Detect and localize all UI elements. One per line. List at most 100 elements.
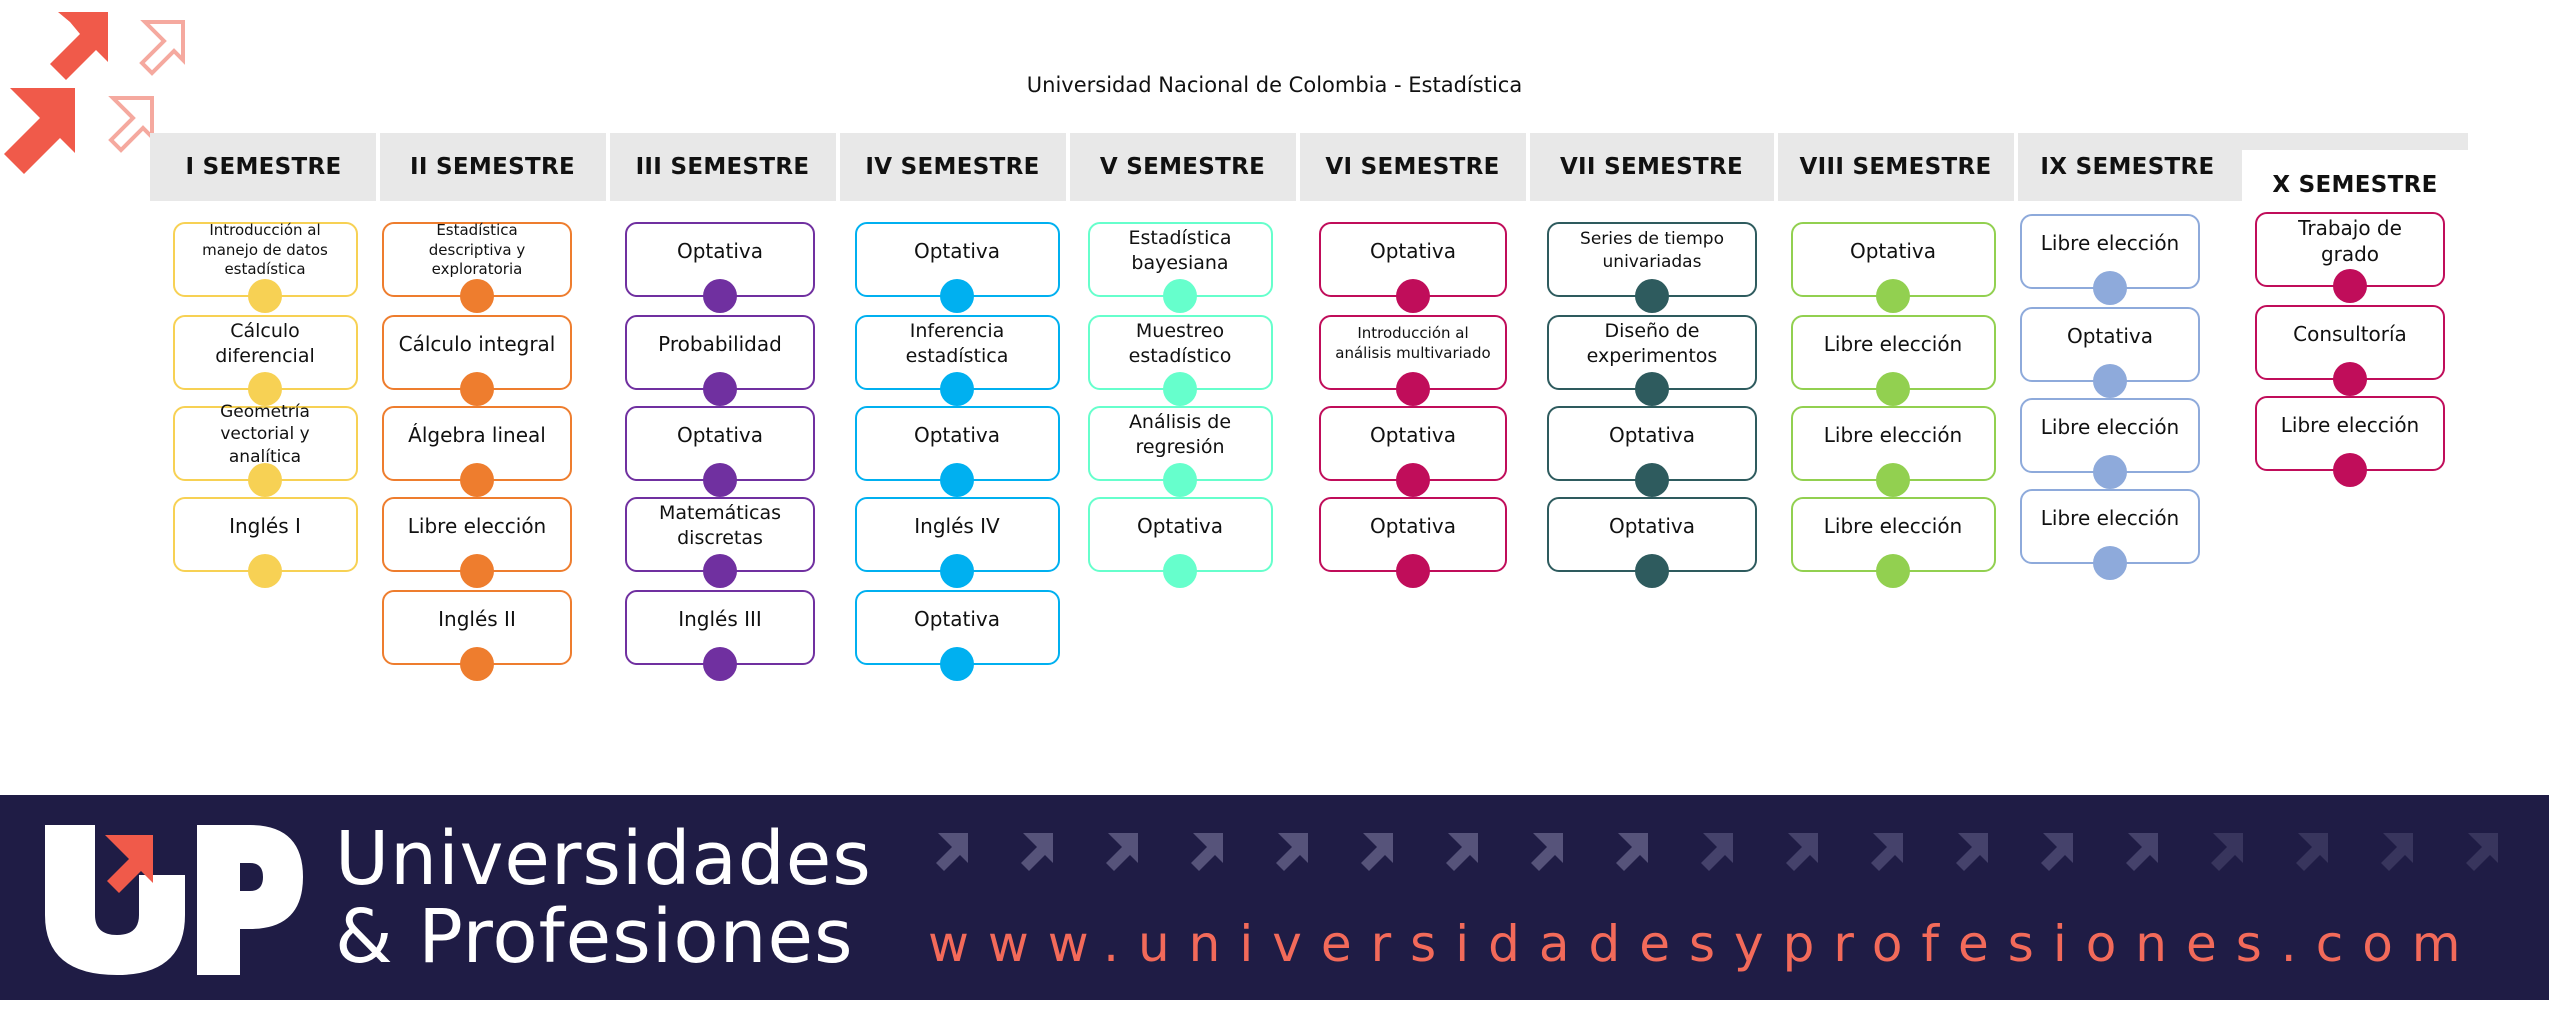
course-box[interactable]: Optativa bbox=[854, 590, 1060, 665]
semester-header-6: VI SEMESTRE bbox=[1325, 154, 1500, 180]
course-dot-marker bbox=[1635, 372, 1669, 406]
course-dot-marker bbox=[1396, 554, 1430, 588]
pattern-arrow-icon bbox=[2126, 833, 2158, 871]
brand-line-1: Universidades bbox=[335, 816, 872, 902]
course-dot-marker bbox=[1163, 554, 1197, 588]
course-dot-marker bbox=[703, 554, 737, 588]
course-dot-marker bbox=[940, 372, 974, 406]
pattern-arrow-icon bbox=[2466, 833, 2498, 871]
course-box[interactable]: Probabilidad bbox=[625, 315, 815, 390]
course-dot-marker bbox=[2333, 453, 2367, 487]
course-dot-marker bbox=[2093, 364, 2127, 398]
page-title: Universidad Nacional de Colombia - Estad… bbox=[1026, 73, 1523, 97]
pattern-arrow-icon bbox=[1871, 833, 1903, 871]
course-box[interactable]: Libre elección bbox=[2020, 398, 2200, 473]
brand-line-2: & Profesiones bbox=[335, 894, 854, 980]
course-dot-marker bbox=[248, 279, 282, 313]
course-dot-marker bbox=[2093, 546, 2127, 580]
course-box[interactable]: Estadística bayesiana bbox=[1087, 222, 1273, 297]
pattern-arrow-icon bbox=[2041, 833, 2073, 871]
course-box[interactable]: Optativa bbox=[854, 222, 1060, 297]
brand-name: Universidades & Profesiones bbox=[335, 820, 872, 976]
pattern-arrow-icon bbox=[1786, 833, 1818, 871]
pattern-arrow-icon bbox=[1701, 833, 1733, 871]
semester-header-7: VII SEMESTRE bbox=[1559, 154, 1744, 180]
course-box[interactable]: Libre elección bbox=[2020, 489, 2200, 564]
course-dot-marker bbox=[940, 647, 974, 681]
header-separator bbox=[376, 133, 380, 201]
course-dot-marker bbox=[2093, 271, 2127, 305]
course-dot-marker bbox=[1635, 463, 1669, 497]
course-dot-marker bbox=[703, 647, 737, 681]
course-dot-marker bbox=[1876, 279, 1910, 313]
pattern-arrow-icon bbox=[936, 833, 968, 871]
course-dot-marker bbox=[1876, 463, 1910, 497]
header-separator bbox=[2014, 133, 2018, 201]
semester-header-9: IX SEMESTRE bbox=[2040, 154, 2215, 180]
header-separator bbox=[836, 133, 840, 201]
pattern-arrow-icon bbox=[1191, 833, 1223, 871]
course-dot-marker bbox=[1635, 279, 1669, 313]
course-dot-marker bbox=[703, 372, 737, 406]
pattern-arrow-icon bbox=[2211, 833, 2243, 871]
header-separator bbox=[1774, 133, 1778, 201]
pattern-arrow-icon bbox=[2296, 833, 2328, 871]
footer-banner bbox=[0, 795, 2549, 1000]
course-dot-marker bbox=[2333, 362, 2367, 396]
arrows-logo-icon bbox=[4, 12, 185, 174]
course-dot-marker bbox=[460, 554, 494, 588]
course-dot-marker bbox=[460, 647, 494, 681]
course-box[interactable]: Optativa bbox=[1319, 222, 1507, 297]
header-separator bbox=[1296, 133, 1300, 201]
pattern-arrow-icon bbox=[1021, 833, 1053, 871]
course-dot-marker bbox=[460, 372, 494, 406]
course-dot-marker bbox=[460, 279, 494, 313]
course-dot-marker bbox=[2093, 455, 2127, 489]
pattern-arrow-icon bbox=[1361, 833, 1393, 871]
course-dot-marker bbox=[1876, 554, 1910, 588]
course-dot-marker bbox=[1163, 372, 1197, 406]
course-dot-marker bbox=[248, 463, 282, 497]
semester-header-10: X SEMESTRE bbox=[2242, 150, 2468, 220]
pattern-arrow-icon bbox=[2381, 833, 2413, 871]
course-dot-marker bbox=[940, 554, 974, 588]
course-dot-marker bbox=[1163, 279, 1197, 313]
course-dot-marker bbox=[1396, 463, 1430, 497]
header-separator bbox=[1066, 133, 1070, 201]
semester-header-1: I SEMESTRE bbox=[185, 154, 342, 180]
semester-header-5: V SEMESTRE bbox=[1099, 154, 1266, 180]
course-box[interactable]: Libre elección bbox=[1790, 497, 1996, 572]
pattern-arrow-icon bbox=[1956, 833, 1988, 871]
up-logo-icon bbox=[45, 825, 303, 975]
course-box[interactable]: Libre elección bbox=[2255, 396, 2445, 471]
course-dot-marker bbox=[1396, 372, 1430, 406]
course-dot-marker bbox=[460, 463, 494, 497]
website-link[interactable]: www.universidadesyprofesiones.com bbox=[928, 915, 2480, 973]
pattern-arrow-icon bbox=[1276, 833, 1308, 871]
course-dot-marker bbox=[2333, 269, 2367, 303]
course-dot-marker bbox=[1163, 463, 1197, 497]
course-dot-marker bbox=[1396, 279, 1430, 313]
course-dot-marker bbox=[940, 279, 974, 313]
arrow-pattern-icon bbox=[936, 833, 2498, 871]
course-box[interactable]: Series de tiempo univariadas bbox=[1547, 222, 1757, 297]
semester-header-band bbox=[150, 133, 2468, 201]
pattern-arrow-icon bbox=[1106, 833, 1138, 871]
course-dot-marker bbox=[703, 463, 737, 497]
course-dot-marker bbox=[248, 554, 282, 588]
semester-header-8: VIII SEMESTRE bbox=[1799, 154, 1992, 180]
course-dot-marker bbox=[1635, 554, 1669, 588]
course-dot-marker bbox=[703, 279, 737, 313]
course-dot-marker bbox=[1876, 372, 1910, 406]
pattern-arrow-icon bbox=[1531, 833, 1563, 871]
semester-header-2: II SEMESTRE bbox=[410, 154, 575, 180]
header-separator bbox=[606, 133, 610, 201]
header-separator bbox=[1526, 133, 1530, 201]
semester-header-3: III SEMESTRE bbox=[635, 154, 810, 180]
semester-header-4: IV SEMESTRE bbox=[865, 154, 1040, 180]
pattern-arrow-icon bbox=[1446, 833, 1478, 871]
pattern-arrow-icon bbox=[1616, 833, 1648, 871]
course-box[interactable]: Inferencia estadística bbox=[854, 315, 1060, 390]
course-dot-marker bbox=[940, 463, 974, 497]
course-dot-marker bbox=[248, 372, 282, 406]
